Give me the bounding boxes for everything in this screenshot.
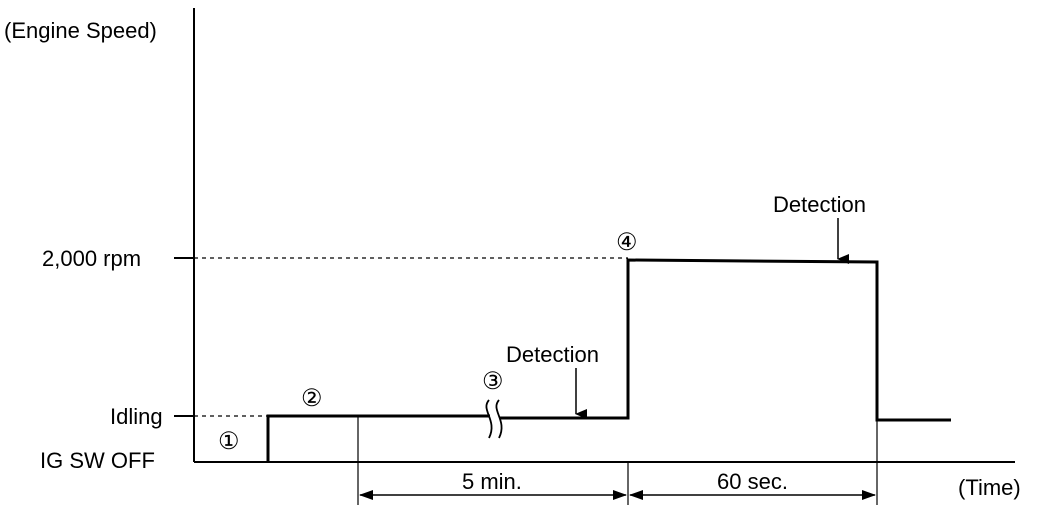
step-marker-4: ④ [616, 229, 638, 256]
detection-label-high: Detection [773, 192, 866, 217]
speed-profile-line-cont [500, 258, 951, 422]
level-label-idle: Idling [110, 404, 163, 429]
y-axis-label: (Engine Speed) [4, 18, 157, 43]
step-marker-1: ① [218, 428, 240, 455]
x-axis-label: (Time) [958, 475, 1021, 500]
step-marker-2: ② [301, 385, 323, 412]
level-label-high: 2,000 rpm [42, 246, 141, 271]
step-marker-3: ③ [482, 368, 504, 395]
detection-label-idle: Detection [506, 342, 599, 367]
duration-label-5min: 5 min. [462, 469, 522, 494]
level-label-off: IG SW OFF [40, 448, 155, 473]
duration-label-60sec: 60 sec. [717, 469, 788, 494]
time-break-symbol [485, 399, 503, 439]
speed-profile-line [266, 414, 490, 462]
